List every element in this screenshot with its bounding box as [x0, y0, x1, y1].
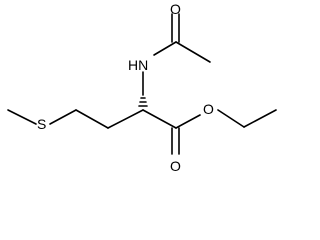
- bond-o-ethyl-ch2: [217, 109, 245, 128]
- atom-oxygen-ester-carbonyl: O: [170, 158, 181, 174]
- bond-alpha-beta: [107, 109, 144, 129]
- bond-acetyl-c-n: [153, 41, 177, 56]
- stereo-hash-wedge: [138, 97, 148, 107]
- atom-sulfur-thioether: S: [37, 116, 46, 132]
- bond-acetyl-methyl: [175, 41, 211, 63]
- atom-oxygen-acyl: O: [170, 1, 181, 17]
- bond-ethyl-ch2-ch3: [243, 109, 277, 128]
- atom-oxygen-ester-single: O: [203, 101, 214, 117]
- bond-ester-c-o-single: [175, 114, 201, 129]
- molecule-drawing: O HN S O O: [7, 1, 277, 174]
- bond-sulfur-methyl: [7, 109, 37, 125]
- bond-gamma-sulfur: [49, 109, 77, 125]
- structure-diagram: O HN S O O: [7, 1, 277, 174]
- atom-nitrogen-amide: HN: [128, 57, 148, 73]
- bond-alpha-carbonyl: [142, 109, 177, 129]
- bond-beta-gamma: [75, 109, 109, 129]
